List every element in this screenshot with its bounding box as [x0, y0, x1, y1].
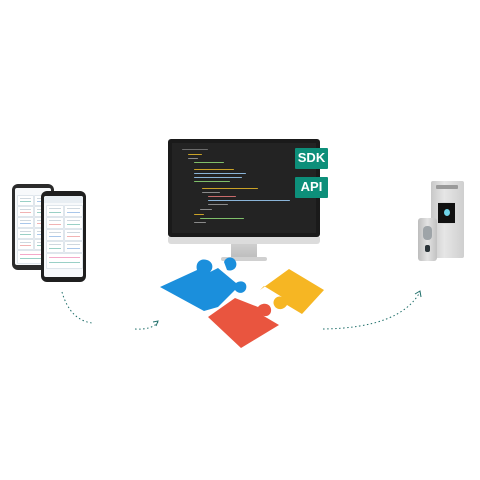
device-top-slot — [436, 185, 458, 189]
app-card — [46, 253, 83, 269]
fingerprint-icon — [444, 209, 450, 216]
app-card — [17, 195, 34, 206]
fingerprint-icon — [425, 245, 430, 252]
app-card — [17, 239, 34, 250]
api-badge: API — [295, 177, 328, 198]
code-editor-screen — [172, 143, 316, 233]
app-card — [64, 217, 83, 229]
app-card — [17, 228, 34, 239]
arrow-left — [152, 320, 159, 327]
dotted-arc-right — [322, 291, 421, 330]
puzzle-piece-red — [208, 298, 279, 348]
app-header — [44, 196, 83, 203]
dotted-arc-left — [61, 291, 93, 324]
app-card — [64, 205, 83, 217]
app-card — [64, 241, 83, 253]
puzzle-piece-yellow — [260, 269, 324, 314]
device-display — [437, 202, 456, 224]
sdk-badge: SDK — [295, 148, 328, 169]
smartphone-front — [41, 191, 86, 282]
puzzle-piece-blue — [160, 259, 247, 311]
app-card — [46, 205, 64, 217]
app-card — [46, 217, 64, 229]
device-reader — [418, 218, 437, 261]
reader-sensor — [423, 226, 432, 240]
app-card — [46, 229, 64, 241]
monitor-base — [221, 257, 267, 261]
smartphone-front-screen — [44, 196, 83, 277]
monitor-stand — [231, 244, 257, 258]
app-card — [46, 241, 64, 253]
app-card — [17, 217, 34, 228]
app-card — [64, 229, 83, 241]
monitor-chin — [168, 237, 320, 244]
puzzle-tab — [224, 257, 237, 271]
arrow-right — [414, 290, 422, 298]
app-card — [17, 206, 34, 217]
dotted-arc-left-return — [134, 321, 159, 330]
